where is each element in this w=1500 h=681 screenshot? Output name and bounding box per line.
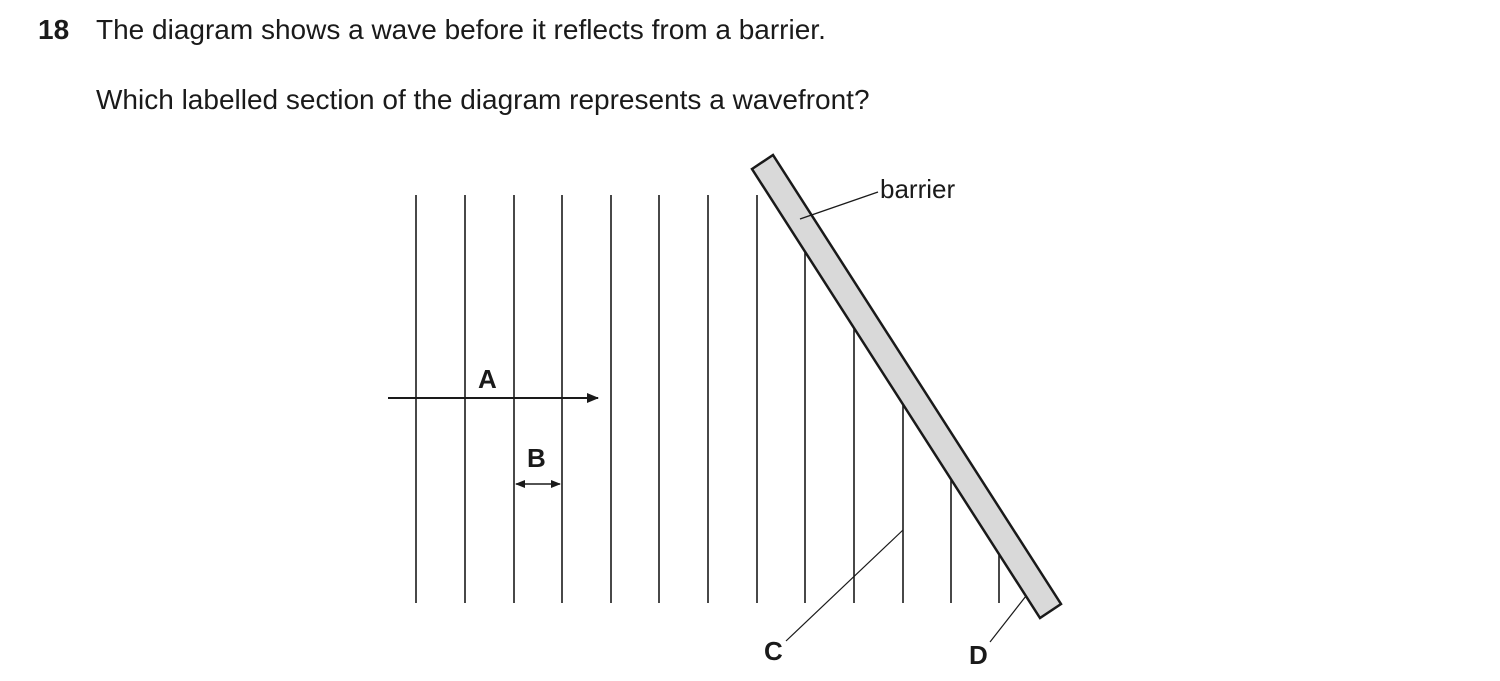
question-statement: The diagram shows a wave before it refle… bbox=[96, 14, 826, 45]
c-leader-line bbox=[785, 529, 904, 642]
barrier-leader-line bbox=[799, 191, 879, 220]
d-leader-line bbox=[989, 595, 1027, 643]
question-prompt: Which labelled section of the diagram re… bbox=[96, 84, 870, 115]
barrier bbox=[750, 153, 1063, 620]
label-a: A bbox=[478, 364, 497, 394]
barrier-label: barrier bbox=[880, 174, 955, 204]
label-d: D bbox=[969, 640, 988, 670]
label-b: B bbox=[527, 443, 546, 473]
question-number: 18 bbox=[38, 14, 70, 45]
label-c: C bbox=[764, 636, 783, 666]
